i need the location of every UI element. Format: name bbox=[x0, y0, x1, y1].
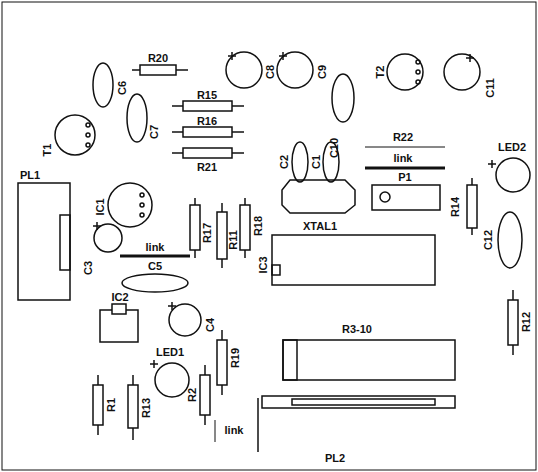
resistor-symbol bbox=[172, 127, 244, 137]
capacitor-symbol bbox=[122, 274, 188, 292]
part-label: R11 bbox=[227, 230, 239, 250]
part-label: R3-10 bbox=[342, 323, 372, 335]
part-label: T2 bbox=[374, 66, 386, 79]
part-label: link bbox=[225, 424, 244, 436]
resistor-symbol bbox=[200, 365, 210, 425]
part-label: IC1 bbox=[94, 198, 106, 215]
part-label: IC3 bbox=[257, 256, 269, 273]
part-label: R20 bbox=[148, 52, 168, 64]
led-symbol bbox=[150, 360, 189, 397]
part-label: C9 bbox=[316, 65, 328, 79]
part-label: C4 bbox=[204, 318, 216, 332]
part-label: C5 bbox=[148, 260, 162, 272]
part-label: LED1 bbox=[156, 346, 184, 358]
led-symbol bbox=[488, 158, 530, 192]
part-label: R21 bbox=[197, 161, 217, 173]
capacitor-symbol bbox=[168, 302, 201, 336]
ic-outline bbox=[272, 235, 435, 285]
part-label: PL2 bbox=[325, 452, 345, 464]
resistor-symbol bbox=[217, 330, 227, 395]
link-wire bbox=[365, 167, 445, 170]
link-wire bbox=[215, 420, 216, 442]
part-label: R16 bbox=[197, 115, 217, 127]
part-label: R13 bbox=[140, 398, 152, 418]
part-label: C1 bbox=[310, 155, 322, 169]
capacitor-symbol bbox=[498, 212, 522, 268]
part-label: link bbox=[146, 241, 165, 253]
capacitor-symbol bbox=[332, 74, 354, 122]
capacitor-symbol bbox=[277, 52, 313, 88]
part-label: C10 bbox=[328, 138, 340, 158]
part-label: C11 bbox=[484, 78, 496, 98]
resistor-symbol bbox=[508, 290, 518, 355]
part-label: T1 bbox=[41, 144, 53, 157]
resistor-symbol bbox=[240, 198, 250, 258]
potentiometer-symbol bbox=[372, 185, 440, 210]
part-label: IC2 bbox=[111, 291, 128, 303]
capacitor-symbol bbox=[93, 63, 113, 107]
capacitor-symbol bbox=[444, 54, 480, 90]
crystal-symbol bbox=[282, 180, 355, 213]
part-label: C2 bbox=[278, 155, 290, 169]
regulator-outline bbox=[100, 304, 138, 342]
part-label: C8 bbox=[264, 65, 276, 79]
part-label: R18 bbox=[252, 216, 264, 236]
resistor-symbol bbox=[217, 203, 227, 268]
part-label: C12 bbox=[482, 230, 494, 250]
connector-symbol bbox=[18, 183, 70, 300]
resistor-symbol bbox=[190, 198, 200, 258]
part-label: C6 bbox=[116, 81, 128, 95]
transistor-symbol bbox=[387, 54, 423, 90]
capacitor-symbol bbox=[127, 94, 147, 142]
part-label: R1 bbox=[105, 398, 117, 412]
capacitor-symbol bbox=[226, 52, 262, 88]
part-label: P1 bbox=[398, 171, 411, 183]
part-label: R12 bbox=[520, 312, 532, 332]
part-label: R22 bbox=[393, 131, 413, 143]
part-label: R14 bbox=[449, 197, 461, 217]
resistor-network bbox=[283, 340, 455, 380]
capacitor-symbol bbox=[93, 222, 122, 252]
capacitor-symbol bbox=[292, 142, 308, 182]
resistor-symbol bbox=[132, 65, 188, 75]
resistor-symbol bbox=[467, 178, 477, 235]
part-label: link bbox=[394, 152, 413, 164]
part-label: C3 bbox=[82, 261, 94, 275]
link-wire bbox=[120, 255, 190, 258]
part-label: R17 bbox=[201, 223, 213, 243]
resistor-symbol bbox=[93, 375, 103, 435]
part-label: R15 bbox=[197, 89, 217, 101]
part-label: PL1 bbox=[20, 169, 40, 181]
transistor-symbol bbox=[55, 115, 95, 155]
regulator-symbol bbox=[108, 183, 152, 227]
resistor-symbol bbox=[128, 375, 138, 440]
part-label: XTAL1 bbox=[303, 220, 337, 232]
part-label: R19 bbox=[229, 348, 241, 368]
resistor-symbol bbox=[172, 148, 244, 158]
resistor-symbol bbox=[172, 101, 244, 111]
part-label: C7 bbox=[148, 125, 160, 139]
connector-symbol bbox=[258, 396, 455, 452]
part-label: LED2 bbox=[498, 141, 526, 153]
resistor-outline bbox=[365, 147, 445, 148]
part-label: R2 bbox=[186, 388, 198, 402]
